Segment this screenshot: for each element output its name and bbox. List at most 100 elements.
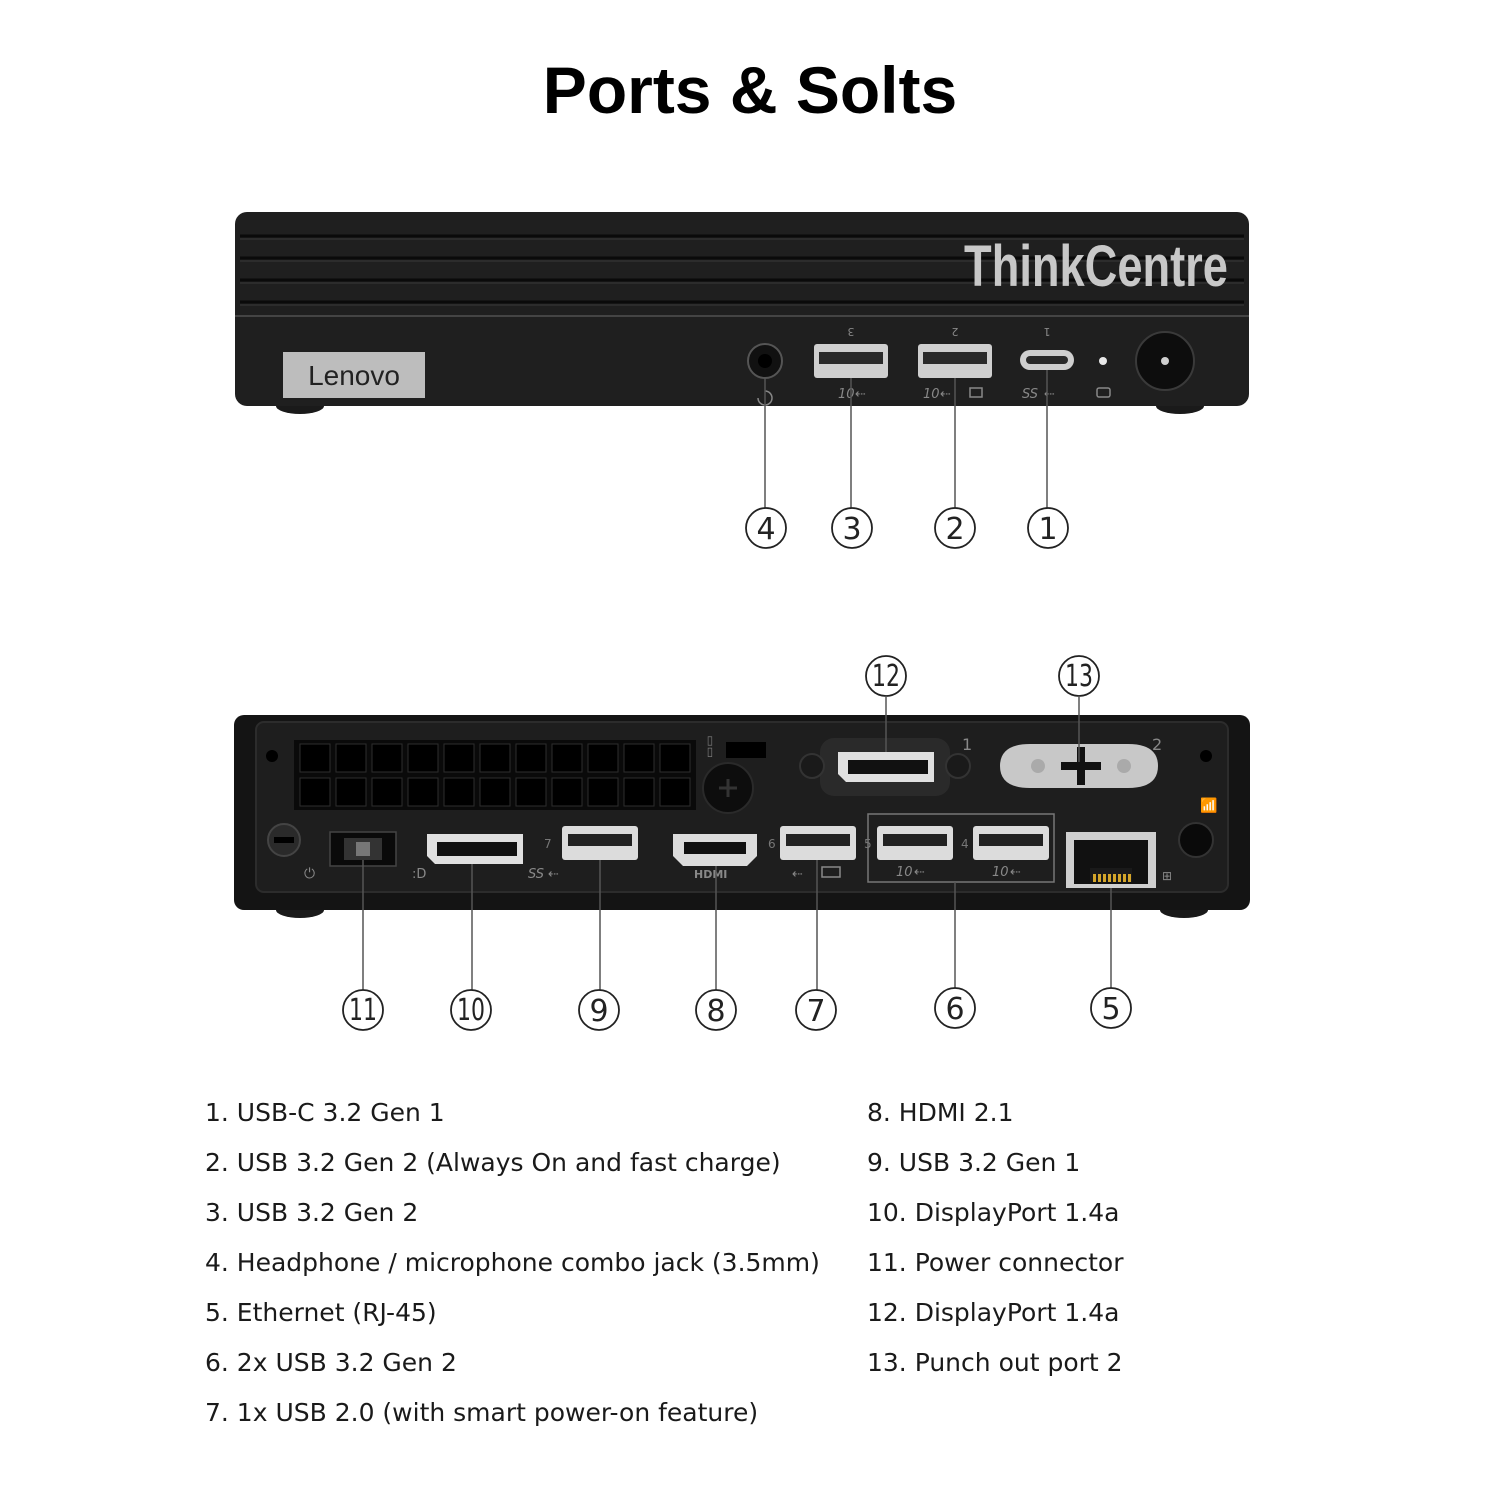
vent-slot bbox=[623, 743, 655, 773]
usb-icon: ⇠ bbox=[1010, 865, 1021, 880]
callout-13: 13 bbox=[1065, 659, 1093, 694]
usb-icon: ⇠ bbox=[940, 387, 951, 402]
port-list-item: 4. Headphone / microphone combo jack (3.… bbox=[205, 1248, 820, 1277]
rj45-pin bbox=[1098, 874, 1101, 882]
vent-slot bbox=[587, 743, 619, 773]
vent-slot bbox=[551, 743, 583, 773]
vent-slot bbox=[623, 777, 655, 807]
rear-view: 12 13 ▭▭ 1 bbox=[234, 655, 1250, 1031]
usb-a-port-3: 3 10 ⇠ bbox=[814, 325, 888, 402]
port-list-item: 6. 2x USB 3.2 Gen 2 bbox=[205, 1348, 457, 1377]
front-view: ThinkCentre Lenovo 3 10 ⇠ 2 10 ⇠ 1 bbox=[235, 212, 1249, 549]
svg-text:5: 5 bbox=[864, 837, 872, 851]
port-list-item: 3. USB 3.2 Gen 2 bbox=[205, 1198, 419, 1227]
vent-slot bbox=[659, 777, 691, 807]
usb-icon: ⇠ bbox=[792, 867, 803, 882]
rj45-pin bbox=[1113, 874, 1116, 882]
callout-12: 12 bbox=[872, 659, 900, 694]
lenovo-logo-badge bbox=[283, 352, 425, 398]
punch-out-port-13: 2 bbox=[1000, 735, 1162, 788]
vent-slot bbox=[299, 743, 331, 773]
vent-slot bbox=[407, 743, 439, 773]
svg-text:10: 10 bbox=[896, 865, 913, 880]
vent-slot bbox=[479, 743, 511, 773]
svg-text:SS: SS bbox=[1022, 387, 1038, 402]
hdmi-port-8: HDMI bbox=[673, 834, 757, 881]
usb-icon: ⇠ bbox=[1044, 387, 1055, 402]
usb-icon: ⇠ bbox=[548, 867, 559, 882]
usb-group-6 bbox=[867, 813, 1055, 883]
svg-text:2: 2 bbox=[1152, 735, 1162, 754]
callout-3: 3 bbox=[842, 512, 861, 547]
callout-1: 1 bbox=[1038, 512, 1057, 547]
port-list-item: 2. USB 3.2 Gen 2 (Always On and fast cha… bbox=[205, 1148, 781, 1177]
usb-c-port-1: 1 SS ⇠ bbox=[1020, 325, 1074, 402]
network-icon: ⊞ bbox=[1162, 869, 1172, 883]
vent-slot bbox=[515, 743, 547, 773]
port-list-item: 7. 1x USB 2.0 (with smart power-on featu… bbox=[205, 1398, 759, 1427]
port-list-item: 11. Power connector bbox=[867, 1248, 1124, 1277]
svg-text:4: 4 bbox=[961, 837, 969, 851]
displayport-icon: :D bbox=[412, 867, 426, 882]
antenna-icon: 📶 bbox=[1200, 797, 1217, 814]
svg-text:1: 1 bbox=[1044, 325, 1051, 338]
security-slot bbox=[726, 742, 766, 758]
port-list-item: 10. DisplayPort 1.4a bbox=[867, 1198, 1120, 1227]
svg-text:10: 10 bbox=[923, 387, 940, 402]
ethernet-port-5: ⊞ bbox=[1066, 832, 1172, 888]
port-list-item: 5. Ethernet (RJ-45) bbox=[205, 1298, 437, 1327]
drive-activity-icon bbox=[1096, 387, 1111, 398]
status-led bbox=[1099, 357, 1107, 365]
rj45-pin bbox=[1118, 874, 1121, 882]
power-plug-icon: ⏻ bbox=[304, 866, 315, 882]
page-title: Ports & Solts bbox=[542, 53, 958, 127]
rj45-pin bbox=[1093, 874, 1096, 882]
svg-text:10: 10 bbox=[838, 387, 855, 402]
callout-9: 9 bbox=[589, 994, 608, 1029]
device-illustration: ThinkCentre Lenovo 3 10 ⇠ 2 10 ⇠ 1 bbox=[234, 212, 1250, 1031]
vent-slot bbox=[335, 777, 367, 807]
vent-slot bbox=[443, 777, 475, 807]
port-list-item: 12. DisplayPort 1.4a bbox=[867, 1298, 1120, 1327]
rj45-pin bbox=[1128, 874, 1131, 882]
callout-6: 6 bbox=[945, 992, 964, 1027]
port-list-right: 8. HDMI 2.1 9. USB 3.2 Gen 1 10. Display… bbox=[867, 1092, 1123, 1392]
usb-port-6b: 4 10 ⇠ bbox=[961, 826, 1049, 880]
rj45-pin bbox=[1123, 874, 1126, 882]
usb-port-6a: 5 10 ⇠ bbox=[864, 826, 953, 880]
callout-8: 8 bbox=[706, 994, 725, 1029]
callout-11: 11 bbox=[349, 993, 377, 1028]
svg-text:3: 3 bbox=[848, 325, 855, 338]
callout-5: 5 bbox=[1101, 992, 1120, 1027]
vent-slot bbox=[443, 743, 475, 773]
plug-hole bbox=[1178, 822, 1214, 858]
svg-text:6: 6 bbox=[768, 837, 776, 851]
vent-slot bbox=[335, 743, 367, 773]
front-callouts: 4 3 2 1 bbox=[745, 507, 1069, 549]
svg-text:SS: SS bbox=[528, 867, 544, 882]
port-list-item: 9. USB 3.2 Gen 1 bbox=[867, 1148, 1081, 1177]
port-list-item: 1. USB-C 3.2 Gen 1 bbox=[205, 1098, 445, 1127]
vent-slot bbox=[479, 777, 511, 807]
callout-2: 2 bbox=[945, 512, 964, 547]
vent-slot bbox=[659, 743, 691, 773]
svg-text:7: 7 bbox=[544, 837, 552, 851]
vent-slot bbox=[371, 743, 403, 773]
callout-7: 7 bbox=[806, 994, 825, 1029]
usb-icon: ⇠ bbox=[855, 387, 866, 402]
port-list-item: 8. HDMI 2.1 bbox=[867, 1098, 1014, 1127]
rear-callouts-top: 12 13 bbox=[865, 655, 1100, 697]
usb-port-7: 6 ⇠ bbox=[768, 826, 856, 882]
usb-a-port-2: 2 10 ⇠ bbox=[918, 325, 992, 402]
keyboard-icon bbox=[821, 866, 841, 878]
vent-slot bbox=[551, 777, 583, 807]
battery-icon bbox=[969, 387, 983, 398]
callout-10: 10 bbox=[457, 993, 485, 1028]
thinkcentre-logo: ThinkCentre bbox=[964, 235, 1228, 300]
rj45-pin bbox=[1103, 874, 1106, 882]
displayport-10: :D bbox=[412, 834, 523, 882]
callout-4: 4 bbox=[756, 512, 775, 547]
svg-text:HDMI: HDMI bbox=[694, 868, 727, 881]
svg-text:2: 2 bbox=[952, 325, 959, 338]
svg-text:1: 1 bbox=[962, 735, 972, 754]
